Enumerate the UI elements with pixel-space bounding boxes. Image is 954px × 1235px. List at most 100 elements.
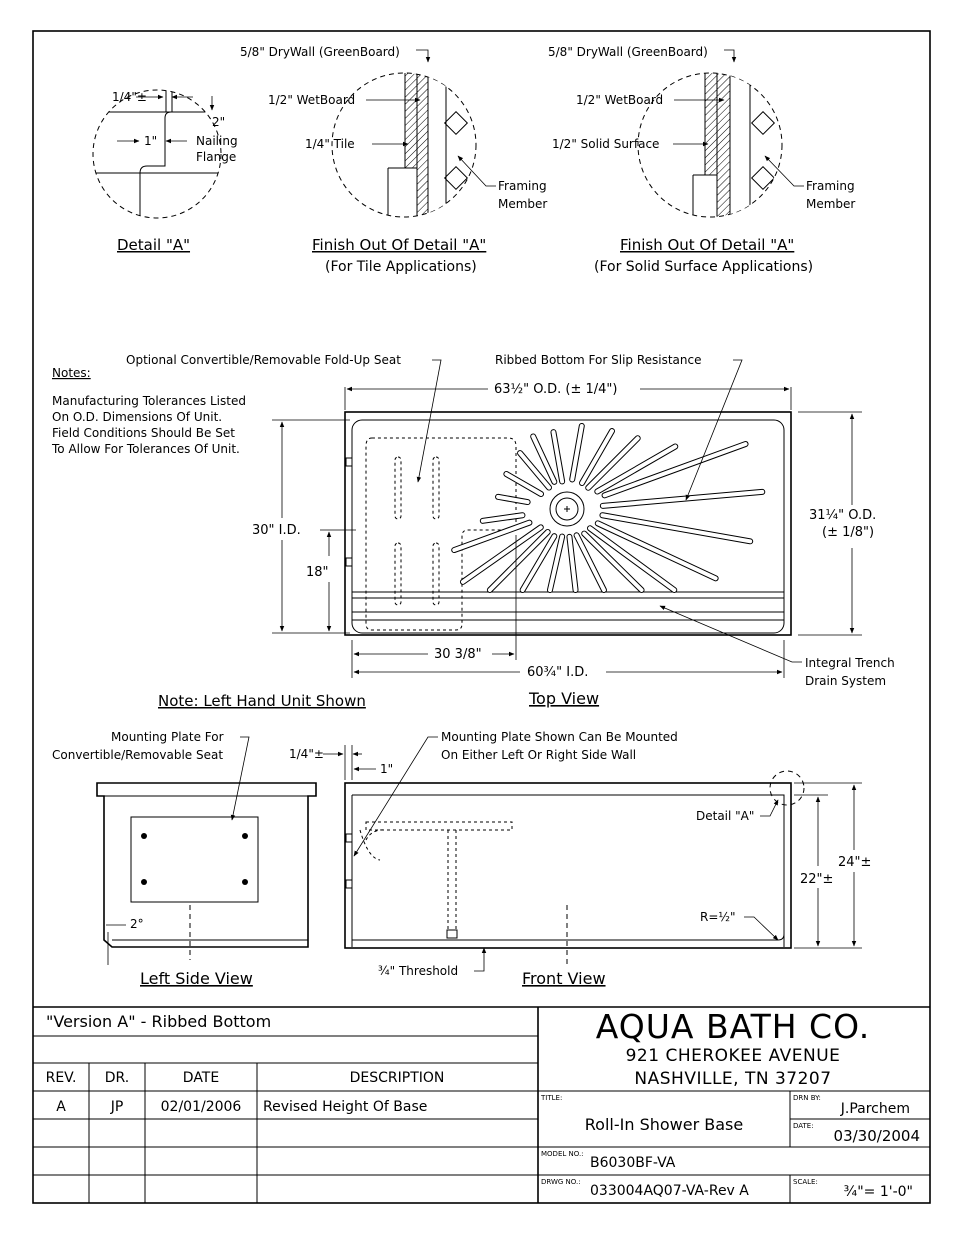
slip-rib-fill <box>570 424 584 482</box>
radius-label: R=½" <box>700 910 736 924</box>
detail-a-dim-two: 2" <box>212 115 225 129</box>
notes-line-4: To Allow For Tolerances Of Unit. <box>51 442 240 456</box>
slip-rib-fill <box>586 436 640 490</box>
slip-rib-fill <box>567 534 578 592</box>
slip-rib-fill <box>480 513 525 523</box>
slip-rib-fill <box>574 533 606 592</box>
tile-framing-1: Framing <box>498 179 547 193</box>
height-22: 22"± <box>800 872 833 887</box>
height-24: 24"± <box>838 855 871 870</box>
slip-rib-fill <box>600 489 765 508</box>
dwg-value: 033004AQ07-VA-Rev A <box>590 1183 749 1199</box>
dim-id-depth: 30" I.D. <box>252 523 301 538</box>
date-cell: 02/01/2006 <box>161 1099 242 1115</box>
slip-rib-fill <box>460 525 543 584</box>
solid-subtitle: (For Solid Surface Applications) <box>594 259 813 275</box>
slip-rib-fill <box>582 531 644 592</box>
angle-label: 2° <box>130 917 144 931</box>
detail-ref-label: Detail "A" <box>696 809 754 823</box>
detail-a-ref-circle <box>769 770 805 806</box>
front-seat <box>365 821 513 831</box>
address-line-1: 921 CHEROKEE AVENUE <box>626 1046 841 1066</box>
slip-rib-fill <box>504 472 544 496</box>
detail-solid-circle <box>637 72 783 218</box>
scale-value: ¾"= 1'-0" <box>844 1184 913 1200</box>
slip-rib-fill <box>531 434 557 484</box>
version-label: "Version A" - Ribbed Bottom <box>46 1012 271 1031</box>
slip-rib-fill <box>600 513 753 544</box>
detail-a-dim-one: 1" <box>144 134 157 148</box>
seat-callout: Optional Convertible/Removable Fold-Up S… <box>126 353 401 367</box>
solid-wetboard-label: 1/2" WetBoard <box>576 93 663 107</box>
address-line-2: NASHVILLE, TN 37207 <box>634 1069 831 1089</box>
company-name: AQUA BATH CO. <box>596 1007 870 1046</box>
title-value: Roll-In Shower Base <box>585 1115 743 1134</box>
notes-line-1: Manufacturing Tolerances Listed <box>52 394 246 408</box>
detail-a-flange-1: Nailing <box>196 134 238 148</box>
side-view-title: Left Side View <box>140 969 253 988</box>
slip-rib-fill <box>595 444 678 494</box>
solid-framing-2: Member <box>806 197 855 211</box>
slip-rib-fill <box>580 429 614 486</box>
desc-cell: Revised Height Of Base <box>263 1099 427 1115</box>
solid-drywall-label: 5/8" DryWall (GreenBoard) <box>548 45 708 59</box>
solid-title: Finish Out Of Detail "A" <box>620 236 794 254</box>
left-side-view: Mounting Plate For Convertible/Removable… <box>52 730 317 988</box>
drain-inner <box>555 497 579 521</box>
tile-subtitle: (For Tile Applications) <box>325 259 477 275</box>
plate-label-1: Mounting Plate For <box>111 730 224 744</box>
tile-tile-label: 1/4" Tile <box>305 137 355 151</box>
dim-seat-depth: 18" <box>306 565 329 580</box>
front-view-outer <box>344 782 792 949</box>
tile-title: Finish Out Of Detail "A" <box>312 236 486 254</box>
dim-id-width: 60¾" I.D. <box>527 665 588 680</box>
slip-rib-fill <box>520 534 557 592</box>
slip-rib-fill <box>551 430 565 484</box>
slip-rib-fill <box>602 442 748 498</box>
model-value: B6030BF-VA <box>590 1155 676 1171</box>
hand-note: Note: Left Hand Unit Shown <box>158 692 366 710</box>
notes-line-3: Field Conditions Should Be Set <box>52 426 235 440</box>
title-block: "Version A" - Ribbed Bottom AQUA BATH CO… <box>33 1006 930 1203</box>
detail-a-circle <box>92 89 222 219</box>
notes-line-2: On O.D. Dimensions Of Unit. <box>52 410 222 424</box>
detail-a-dim-quarter: 1/4"± <box>112 90 147 104</box>
detail-a: 1/4"± 1" 2" Nailing Flange Detail "A" <box>92 89 238 254</box>
rev-cell: A <box>56 1099 66 1115</box>
mount-label-2: On Either Left Or Right Side Wall <box>441 748 636 762</box>
dwg-label: DRWG NO.: <box>541 1178 581 1186</box>
drn-label: DRN BY: <box>793 1094 821 1102</box>
dim-od-depth-2: (± 1/8") <box>822 525 874 540</box>
front-view: Mounting Plate Shown Can Be Mounted On E… <box>289 730 871 988</box>
side-view-body <box>96 782 317 948</box>
desc-header: DESCRIPTION <box>350 1070 445 1086</box>
tile-framing-2: Member <box>498 197 547 211</box>
dim-od-width: 63½" O.D. (± 1/4") <box>494 382 617 397</box>
date-field-label: DATE: <box>793 1122 814 1130</box>
detail-tile: 5/8" DryWall (GreenBoard) 1/2" WetBoard … <box>240 45 547 275</box>
dr-header: DR. <box>105 1070 129 1086</box>
detail-a-flange-2: Flange <box>196 150 236 164</box>
threshold-label: ¾" Threshold <box>378 964 458 978</box>
solid-solid-label: 1/2" Solid Surface <box>552 137 659 151</box>
mount-label-1: Mounting Plate Shown Can Be Mounted <box>441 730 678 744</box>
tile-drywall-label: 5/8" DryWall (GreenBoard) <box>240 45 400 59</box>
front-view-title: Front View <box>522 969 606 988</box>
slip-rib-fill <box>487 529 550 592</box>
top-view: Optional Convertible/Removable Fold-Up S… <box>126 353 895 710</box>
fold-up-seat <box>365 437 517 631</box>
sheet-border <box>32 30 931 1204</box>
trench-label-2: Drain System <box>805 674 886 688</box>
trench-label-1: Integral Trench <box>805 656 895 670</box>
top-view-title: Top View <box>528 689 599 708</box>
drain-outer <box>549 491 585 527</box>
date-header: DATE <box>183 1070 219 1086</box>
notes: Notes: Manufacturing Tolerances Listed O… <box>51 366 246 456</box>
slip-rib-fill <box>452 520 532 553</box>
notes-heading: Notes: <box>52 366 91 380</box>
dr-cell: JP <box>110 1099 124 1115</box>
ribbed-callout: Ribbed Bottom For Slip Resistance <box>495 353 702 367</box>
slip-ribs <box>451 423 766 593</box>
slip-rib-fill <box>496 494 530 505</box>
detail-a-title: Detail "A" <box>117 236 190 254</box>
